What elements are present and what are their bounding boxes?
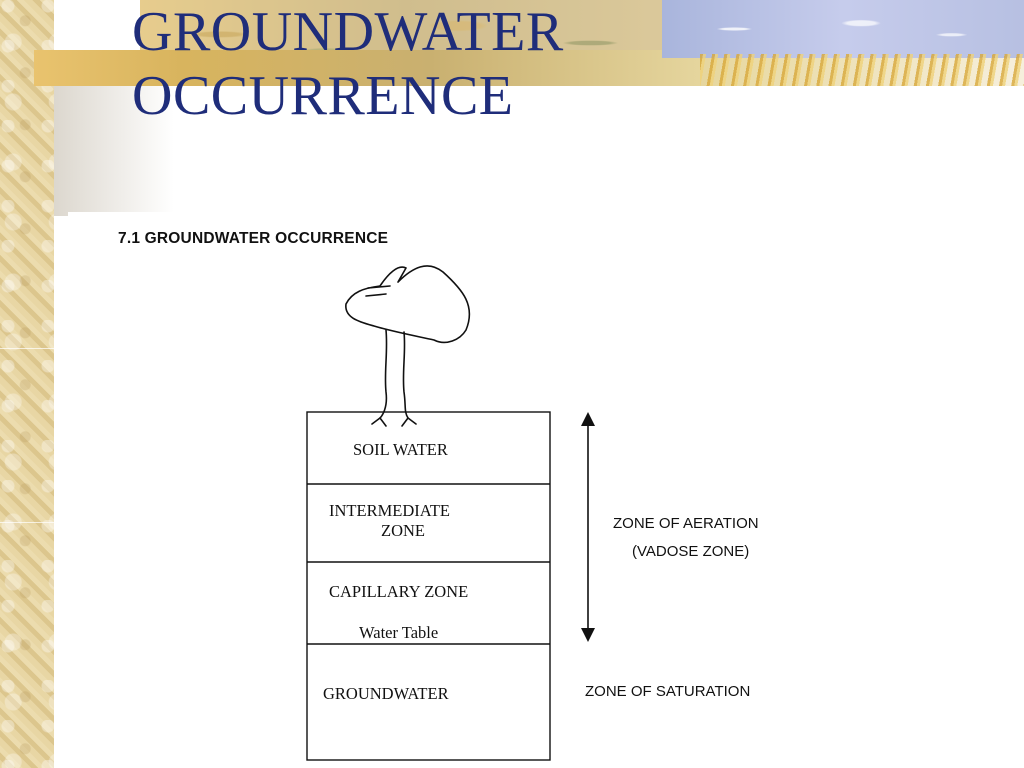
slide-title-line2: OCCURRENCE [132, 65, 514, 127]
layer-capillary-label: CAPILLARY ZONE [329, 582, 468, 601]
zone-saturation-label: ZONE OF SATURATION [585, 683, 750, 700]
soil-column [306, 411, 551, 761]
tree-icon [345, 265, 471, 427]
layer-intermediate-label-2: ZONE [381, 521, 425, 540]
top-right-blue-panel [662, 0, 1024, 58]
layer-groundwater-label: GROUNDWATER [323, 684, 449, 703]
top-right-grass [700, 54, 1024, 88]
layer-soil-water-label: SOIL WATER [353, 440, 448, 459]
strip-divider [0, 348, 54, 349]
figure-title: 7.1 GROUNDWATER OCCURRENCE [118, 230, 389, 247]
groundwater-figure: 7.1 GROUNDWATER OCCURRENCE SOIL WATER IN… [68, 212, 1024, 768]
water-table-label: Water Table [359, 623, 438, 642]
zone-vadose-label: (VADOSE ZONE) [632, 543, 749, 560]
left-decorative-strip [0, 0, 54, 768]
title-shadow [54, 86, 174, 216]
strip-divider [0, 522, 54, 523]
arrow-down-icon [581, 628, 595, 642]
slide-title: GROUNDWATER OCCURRENCE [132, 0, 564, 128]
arrow-up-icon [581, 412, 595, 426]
aeration-arrow [581, 412, 595, 642]
slide-title-line1: GROUNDWATER [132, 1, 564, 63]
groundwater-diagram: SOIL WATER INTERMEDIATE ZONE CAPILLARY Z… [306, 265, 759, 761]
layer-intermediate-label-1: INTERMEDIATE [329, 501, 450, 520]
zone-aeration-label: ZONE OF AERATION [613, 515, 759, 532]
